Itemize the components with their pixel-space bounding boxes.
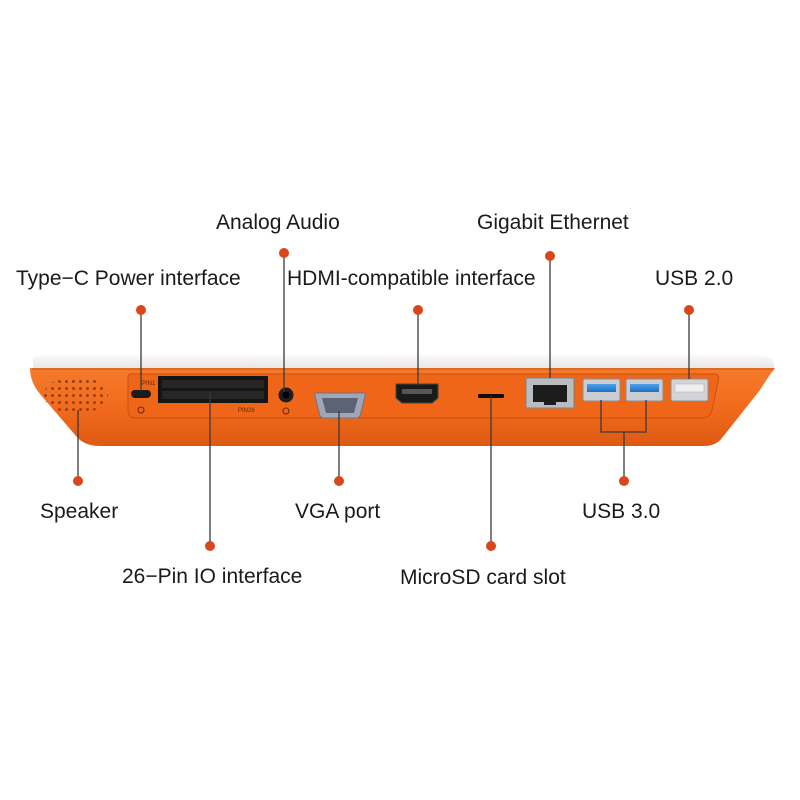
marker-usb3 [619,476,629,486]
callout-markers [73,248,694,551]
label-gigabit-ethernet: Gigabit Ethernet [477,211,629,234]
marker-analog-audio [279,248,289,258]
label-analog-audio: Analog Audio [216,211,340,234]
label-microsd: MicroSD card slot [400,566,566,589]
label-type-c-power: Type−C Power interface [16,267,241,290]
marker-hdmi [413,305,423,315]
label-hdmi: HDMI-compatible interface [287,267,536,290]
pin1-marking: PIN1 [142,381,156,387]
label-usb3: USB 3.0 [582,500,661,523]
label-speaker: Speaker [40,500,119,523]
device-top-surface [32,355,775,372]
marker-gpio [205,541,215,551]
label-usb2: USB 2.0 [655,267,734,290]
headphone-icon [282,407,290,415]
label-vga: VGA port [295,500,381,523]
marker-vga [334,476,344,486]
marker-ethernet [545,251,555,261]
label-gpio-26pin: 26−Pin IO interface [122,565,303,588]
marker-usb2 [684,305,694,315]
type-c-port [131,390,151,398]
marker-microsd [486,541,496,551]
marker-type-c [136,305,146,315]
pin26-marking: PIN26 [238,408,255,414]
callout-lines [77,252,690,545]
gpio-pins [162,380,264,399]
marker-speaker [73,476,83,486]
speaker-grille [44,376,108,414]
power-symbol-icon [137,406,145,414]
